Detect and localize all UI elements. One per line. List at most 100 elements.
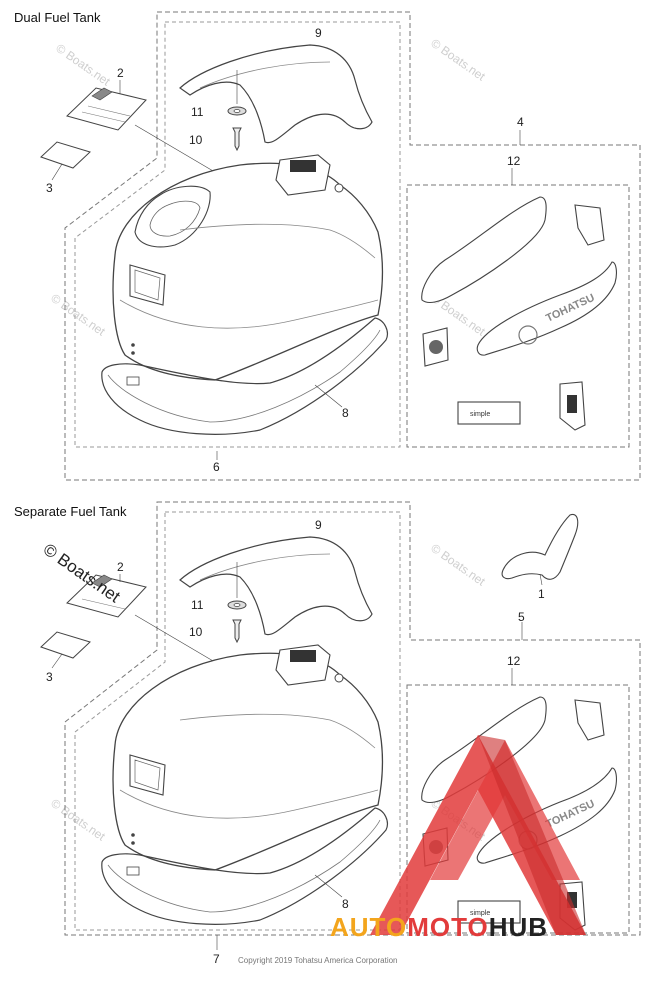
callout-number: 12 [507,154,521,168]
callout-number: 12 [507,654,521,668]
watermark: © Boats.net [428,541,488,589]
gasket-tab [126,376,140,386]
leader-line [314,384,343,408]
callout-number: 10 [189,133,203,147]
upper-cover-detail [199,61,331,89]
callout-number: 3 [46,181,53,195]
tohatsu-logo-mark [518,325,538,345]
decal-small-patch [574,699,605,741]
callout-number: 1 [538,587,545,601]
callout-number: 5 [518,610,525,624]
decal-simple-plate [457,900,521,924]
copyright-text: Copyright 2019 Tohatsu America Corporati… [238,956,398,965]
decal-simple-plate [457,401,521,425]
callout-number: 7 [213,952,220,966]
group-outline-inner [74,511,401,931]
cover-contour-line [119,299,379,329]
gasket-inner-edge [107,329,381,423]
callout-number: 3 [46,670,53,684]
callout-number: 10 [189,625,203,639]
group-outline-6 [64,11,641,481]
group-outline-inner [74,21,401,448]
cover-dot [131,841,135,845]
section-title: Separate Fuel Tank [14,504,127,519]
caution-label-icon [91,574,113,588]
decal-simple-text: simple [470,910,490,917]
leader-line [314,874,343,898]
label-3 [40,141,91,169]
cover-top-latch [275,644,331,686]
watermark: © Boats.net [48,796,108,844]
caution-label-icon [91,87,113,101]
side-window-inner [134,269,161,301]
section-dual-fuel-tank: Dual Fuel Tank [14,10,641,481]
callout-number: 2 [117,66,124,80]
screw-10 [232,619,242,644]
intake-inner [149,200,201,237]
logo-text-auto: AUTO [330,912,407,942]
gasket-8 [101,317,388,435]
callout-number: 8 [342,406,349,420]
upper-cover-9 [179,536,373,636]
cover-side-window [129,754,166,796]
logo-text: AUTOMOTOHUB [330,912,548,942]
cover-dot [131,833,135,837]
washer-hole [233,603,241,607]
latch-dark [290,650,316,662]
callout-number: 2 [117,560,124,574]
logo-text-hub: HUB [489,912,548,942]
corner-badge-dark [567,892,577,908]
gasket-8 [101,807,388,925]
watermark: © Boats.net [428,36,488,84]
washer-hole [233,109,241,113]
decal-script-1 [501,513,579,580]
cover-dot [131,343,135,347]
leader-line [134,614,226,669]
logo-triangle-left [370,735,586,935]
automotohub-logo: AUTOMOTOHUB [330,735,586,942]
decal-emblem-mark [429,340,443,354]
section-separate-fuel-tank: Separate Fuel Tank [14,501,641,966]
cover-contour-line [179,713,376,749]
decal-small-patch [574,204,605,246]
callout-number: 6 [213,460,220,474]
cover-fastener [334,183,344,193]
watermark: © Boats.net [53,41,113,89]
decal-tohatsu-main [476,261,617,356]
callout-number: 11 [191,598,204,612]
gasket-inner-edge [107,819,381,913]
gasket-tab [126,866,140,876]
leader-line [51,653,63,669]
label-text-line [81,598,126,610]
cover-dot [131,351,135,355]
cover-side-window [129,264,166,306]
watermark: © Boats.net [48,291,108,339]
side-window-inner [134,759,161,791]
decal-simple-text: simple [470,411,490,418]
callout-number: 9 [315,26,322,40]
decal-kit-outline [406,184,630,448]
logo-text-moto: MOTO [407,912,489,942]
corner-badge-dark [567,395,577,413]
engine-cover-body [112,652,384,871]
label-text-line [81,111,126,123]
group-outline-7 [64,501,641,936]
cover-top-latch [275,154,331,196]
caution-label-2 [66,574,147,618]
label-text-line [87,105,131,117]
cover-contour-line [119,789,379,819]
cover-contour-line [179,223,376,259]
leader-line [51,163,63,181]
decal-side-stripe [421,196,547,304]
callout-number: 8 [342,897,349,911]
caution-label-2 [66,87,147,131]
upper-cover-9 [179,44,373,144]
upper-cover-detail [199,553,331,581]
screw-10 [232,127,242,152]
section-title: Dual Fuel Tank [14,10,101,25]
cover-fastener [334,673,344,683]
label-3 [40,631,91,659]
latch-dark [290,160,316,172]
